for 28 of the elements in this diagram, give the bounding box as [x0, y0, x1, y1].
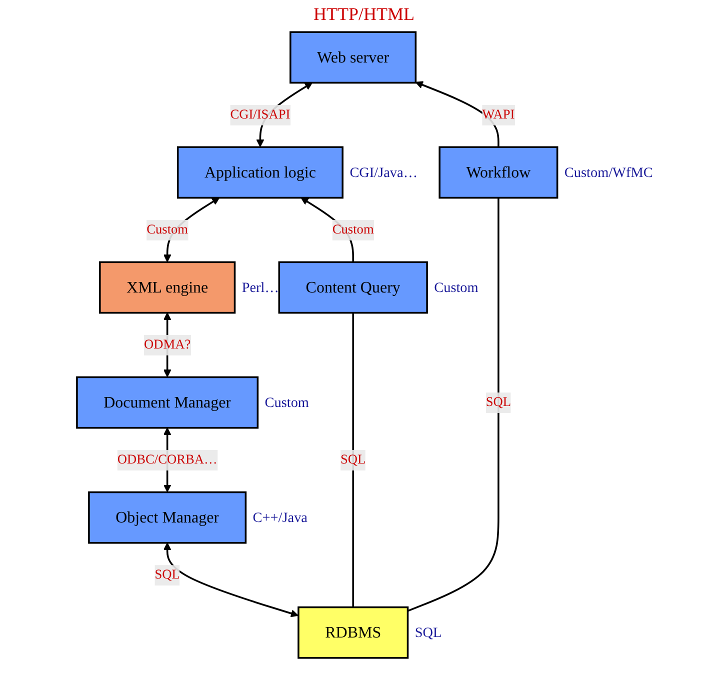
annotation-text: SQL [414, 625, 442, 642]
node-box: Document Manager [76, 376, 259, 429]
annotation-text: Custom [264, 394, 309, 411]
node-box: RDBMS [298, 606, 409, 659]
connector [407, 198, 500, 612]
node-box: Web server [290, 31, 417, 84]
edge-label: SQL [486, 395, 512, 410]
annotation-text: Custom [434, 280, 478, 296]
node-box: Object Manager [88, 491, 247, 544]
node-box: Workflow [438, 146, 558, 199]
annotation-text: C++/Java [252, 510, 308, 526]
edge-label: Custom [146, 222, 188, 237]
edge-label: SQL [340, 452, 366, 467]
node-box: Application logic [176, 146, 344, 199]
annotation-text: Perl… [242, 280, 279, 296]
node-box: Content Query [278, 261, 428, 314]
annotation-text: CGI/Java… [350, 164, 418, 181]
arrow [163, 542, 298, 618]
annotation-text: Custom/WfMC [564, 164, 653, 181]
edge-label: ODBC/CORBA… [117, 452, 218, 467]
interface-label: HTTP/HTML [312, 4, 416, 25]
edge-label: CGI/ISAPI [230, 108, 290, 122]
node-box: XML engine [99, 261, 236, 314]
edge-label: SQL [154, 568, 180, 582]
edge-label: Custom [332, 222, 374, 237]
connector [352, 312, 354, 608]
edge-label: WAPI [482, 108, 515, 122]
edge-label: ODMA? [144, 338, 191, 352]
